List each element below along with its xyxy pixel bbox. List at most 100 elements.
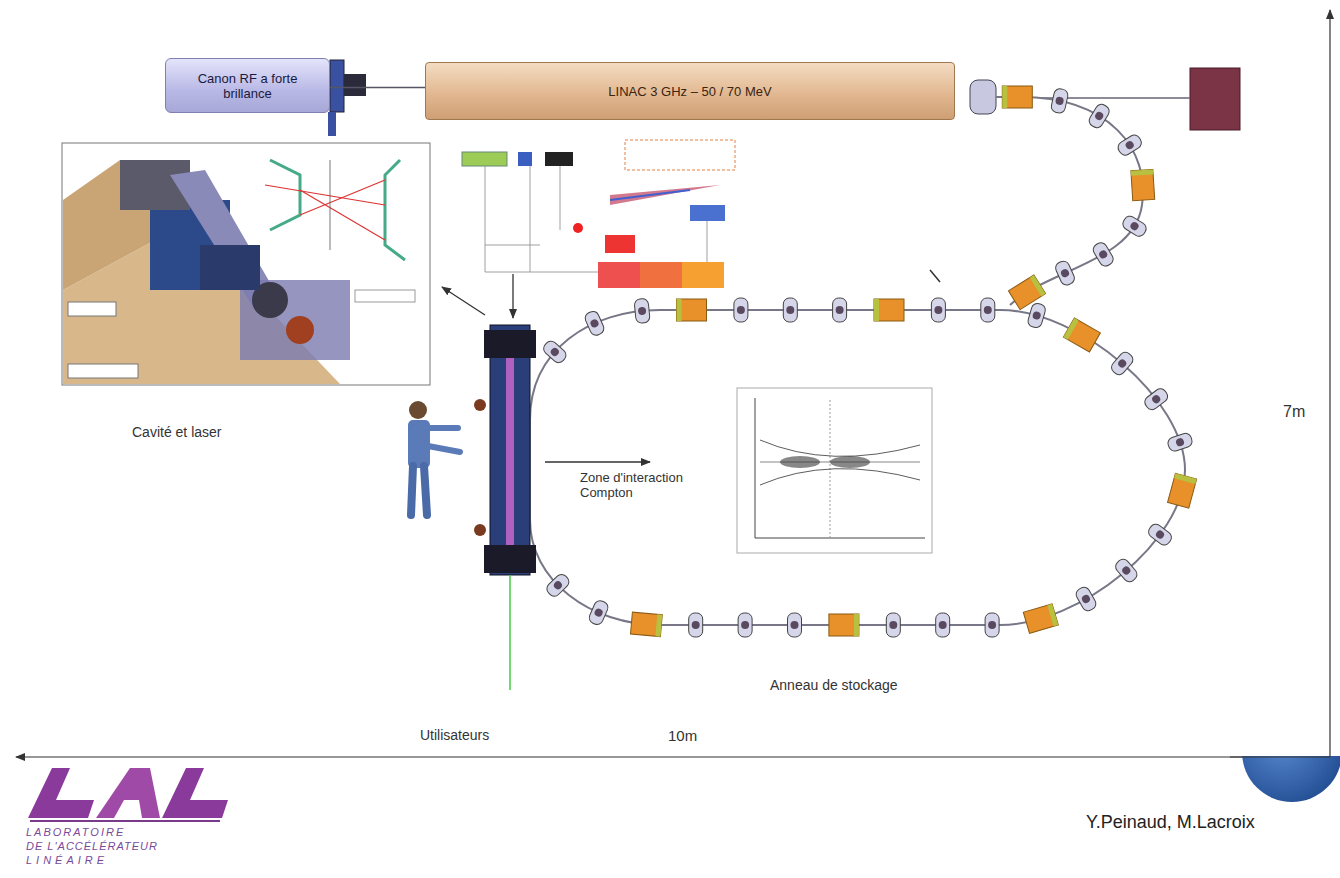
quad-core: [889, 621, 897, 629]
laser-schematic: [462, 140, 735, 288]
quad-body: [936, 613, 950, 637]
quad-core: [934, 306, 942, 314]
node-text: Canon RF a forte brillance: [188, 71, 308, 101]
dipole-coil: [655, 614, 662, 636]
dipole-body: [874, 299, 904, 321]
quadrupole-magnet: [1109, 350, 1135, 377]
logo-mask: [1230, 700, 1340, 756]
quad-body: [1113, 557, 1139, 584]
dipole-coil: [854, 614, 859, 636]
flange: [330, 60, 344, 112]
dipole-body: [1002, 86, 1032, 108]
dipole-body: [630, 612, 662, 637]
logo-text: LINÉAIRE: [26, 854, 108, 866]
quad-core: [1081, 594, 1092, 605]
quad-body: [1166, 432, 1193, 453]
quad-core: [1154, 529, 1165, 540]
quad-body: [1050, 88, 1069, 114]
rf-gun-box: Canon RF a forte brillance: [165, 58, 330, 113]
dipole-coil: [1063, 318, 1078, 340]
dipole-magnet: [630, 612, 662, 637]
quad-core: [939, 621, 947, 629]
quad-body: [985, 613, 999, 637]
flange: [328, 112, 336, 136]
photon-beam: [509, 575, 511, 690]
quadrupole-magnet: [1166, 432, 1193, 453]
quadrupole-magnet: [1027, 302, 1047, 329]
quad-core: [1151, 394, 1162, 405]
quadrupole-magnet: [1146, 522, 1174, 548]
storage-ring: [530, 310, 1185, 625]
dipole-coil: [874, 299, 879, 321]
quadrupole-magnet: [985, 613, 999, 637]
dimension-line: [16, 756, 1310, 757]
dipole-magnet: [874, 299, 904, 321]
quad-body: [734, 298, 748, 322]
quad-body: [788, 613, 802, 637]
quad-body: [1142, 386, 1170, 412]
quadrupole-magnet: [886, 613, 900, 637]
dipole-coil: [1174, 473, 1197, 484]
dipole-coil: [1030, 275, 1046, 296]
quad-core: [549, 346, 560, 357]
quad-body: [1074, 585, 1098, 613]
quadrupole: [970, 80, 996, 114]
dipole-magnet: [677, 299, 707, 321]
dipole-magnet: [1131, 169, 1155, 200]
quad-core: [1117, 358, 1128, 369]
interaction-cavity: [490, 325, 530, 575]
quadrupole-magnet: [583, 309, 606, 337]
quadrupole-magnet: [587, 599, 609, 627]
linac-box: LINAC 3 GHz – 50 / 70 MeV: [425, 62, 955, 120]
quadrupole-magnet: [1074, 585, 1098, 613]
quad-core: [1055, 96, 1065, 106]
cavity-mount: [484, 545, 536, 573]
quad-core: [593, 607, 604, 618]
dipole-magnet: [1168, 473, 1197, 508]
quad-core: [1124, 140, 1135, 151]
dimension-line: [1230, 756, 1330, 757]
zone-label: Zone d'interaction Compton: [580, 470, 710, 500]
quad-body: [833, 298, 847, 322]
beam-connector: [330, 87, 425, 89]
dipole-magnet: [1063, 318, 1100, 352]
dipole-coil: [677, 299, 682, 321]
dipole-magnet: [1023, 604, 1058, 634]
beam-dump: [1190, 68, 1240, 130]
quad-body: [1027, 302, 1047, 329]
quadrupole-magnet: [1116, 133, 1144, 158]
lal-logo: [28, 768, 228, 822]
quad-core: [552, 580, 563, 591]
quadrupole-magnet: [1121, 214, 1149, 239]
quad-body: [1121, 214, 1149, 239]
quad-core: [1121, 565, 1132, 576]
cavity-mount: [484, 330, 536, 358]
users-label: Utilisateurs: [420, 727, 489, 743]
ring-label: Anneau de stockage: [770, 677, 898, 693]
logo-text: DE L'ACCÉLÉRATEUR: [26, 840, 158, 852]
quadrupole-magnet: [1054, 259, 1077, 287]
quad-body: [981, 298, 995, 322]
dipole-coil: [1002, 86, 1007, 108]
dimension-line: [1329, 10, 1330, 757]
quadrupole-magnet: [1050, 88, 1069, 114]
quadrupole-magnet: [1087, 102, 1111, 130]
arrow: [442, 287, 485, 315]
quadrupole-magnet: [738, 613, 752, 637]
arrow: [512, 274, 513, 318]
quadrupole-magnet: [541, 339, 568, 365]
quad-body: [544, 572, 571, 599]
quad-body: [634, 298, 650, 323]
quadrupole-magnet: [788, 613, 802, 637]
quad-body: [1116, 133, 1144, 158]
quad-core: [1175, 437, 1185, 447]
dipole-body: [1023, 604, 1058, 634]
dimension-label: 7m: [1283, 403, 1305, 421]
dipole-coil: [1131, 169, 1153, 175]
quad-core: [786, 306, 794, 314]
dipole-body: [829, 614, 859, 636]
quadrupole-magnet: [734, 298, 748, 322]
quad-core: [984, 306, 992, 314]
quadrupole-magnet: [544, 572, 571, 599]
